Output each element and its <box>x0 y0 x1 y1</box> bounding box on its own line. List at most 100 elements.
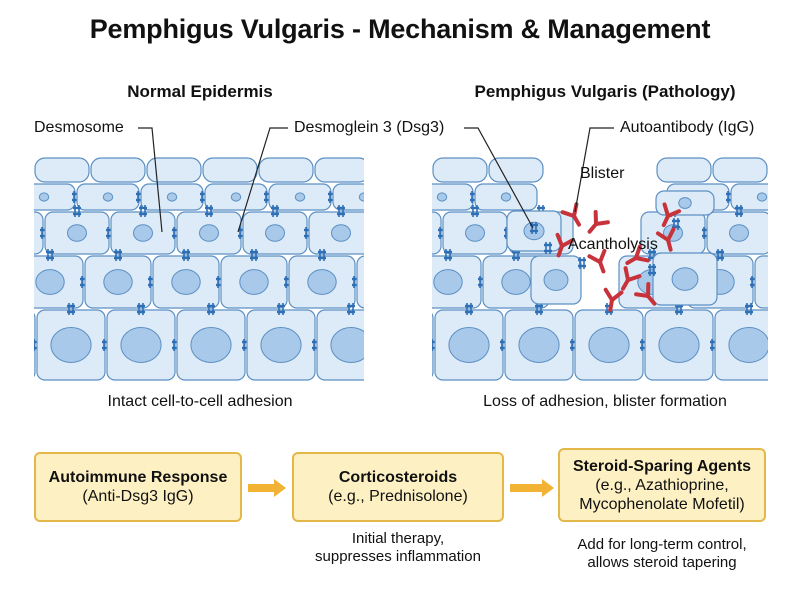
epidermal-cell <box>773 212 800 254</box>
autoantibody-icon <box>625 244 650 265</box>
antibody-arm <box>646 281 651 298</box>
epidermal-cell <box>785 310 800 380</box>
cell-nucleus <box>448 327 490 363</box>
epidermal-cell <box>90 157 146 183</box>
cell-nucleus <box>376 270 404 295</box>
cell-nucleus <box>199 224 219 242</box>
cell-nucleus <box>67 224 87 242</box>
epidermal-cell <box>754 255 768 309</box>
autoimmune-response-title: Autoimmune Response <box>48 469 228 486</box>
normal-epidermis-heading: Normal Epidermis <box>127 82 273 101</box>
epidermal-cell <box>34 211 44 255</box>
epidermal-cell <box>712 157 768 183</box>
cell-nucleus <box>294 192 306 202</box>
cell-nucleus <box>423 193 432 201</box>
epidermal-cell <box>432 211 442 255</box>
page-title: Pemphigus Vulgaris - Mechanism & Managem… <box>89 14 711 44</box>
acantholysis-label: Acantholysis <box>568 236 658 253</box>
normal-caption: Intact cell-to-cell adhesion <box>107 393 293 410</box>
pathology-heading: Pemphigus Vulgaris (Pathology) <box>474 82 736 101</box>
cell-nucleus <box>774 270 800 295</box>
cell-nucleus <box>518 327 560 363</box>
autoantibody-icon <box>555 232 575 258</box>
epidermal-cell <box>34 157 90 183</box>
cell-nucleus <box>0 328 21 363</box>
antibody-arm <box>594 220 610 226</box>
cell-nucleus <box>50 327 92 363</box>
cell-nucleus <box>171 269 201 295</box>
cell-nucleus <box>230 192 242 202</box>
cell-nucleus <box>260 327 302 363</box>
cell-nucleus <box>543 269 569 291</box>
desmosome-leader <box>138 127 163 233</box>
cell-nucleus <box>133 224 153 242</box>
pathology-caption: Loss of adhesion, blister formation <box>483 393 727 410</box>
cell-nucleus <box>501 269 531 295</box>
cell-nucleus <box>103 269 133 295</box>
cell-nucleus <box>756 192 768 202</box>
autoimmune-response-sub: (Anti-Dsg3 IgG) <box>82 488 194 505</box>
antibody-arm <box>666 227 676 242</box>
steroid-sparing-box: Steroid-Sparing Agents (e.g., Azathiopri… <box>558 448 766 522</box>
autoantibody-icon <box>621 266 642 291</box>
cell-nucleus <box>366 270 394 295</box>
autoantibody-icon <box>587 248 607 274</box>
epidermal-cell <box>795 184 800 210</box>
cell-nucleus <box>379 328 419 363</box>
cell-nucleus <box>307 269 337 295</box>
cell-nucleus <box>398 225 417 241</box>
cell-nucleus <box>728 327 768 363</box>
corticosteroids-box: Corticosteroids (e.g., Prednisolone) <box>292 452 504 522</box>
epidermal-cell <box>258 157 314 183</box>
arrow-right-icon <box>248 479 286 497</box>
normal-epidermis-cells <box>0 157 439 381</box>
steroid-sparing-note: Add for long-term control, allows steroi… <box>548 536 776 572</box>
label-leader-lines <box>138 127 614 233</box>
epidermal-cell <box>34 183 76 211</box>
epidermal-cell <box>0 256 15 308</box>
autoantibody-icon <box>587 209 610 234</box>
antibody-arm <box>666 209 682 218</box>
autoantibody-icon <box>603 287 624 312</box>
epidermal-cell <box>432 157 488 183</box>
cell-nucleus <box>465 224 485 242</box>
epidermal-cell <box>375 212 439 254</box>
autoantibody-icon <box>661 202 682 228</box>
epidermal-cell <box>730 183 768 211</box>
cell-nucleus <box>433 269 463 295</box>
pathology-epidermis-cells <box>366 157 800 381</box>
epidermal-cell <box>769 158 800 182</box>
cell-nucleus <box>358 192 364 202</box>
cell-nucleus <box>588 327 630 363</box>
cell-nucleus <box>331 224 351 242</box>
steroid-sparing-sub2: Mycophenolate Mofetil) <box>579 495 745 513</box>
epidermal-cell <box>34 313 36 377</box>
antibody-arm <box>610 290 624 302</box>
cell-nucleus <box>190 327 232 363</box>
epidermal-cell <box>332 183 364 211</box>
cell-nucleus <box>400 225 419 241</box>
epidermal-cell <box>377 158 431 182</box>
epidermal-cell <box>488 157 544 183</box>
steroid-sparing-title: Steroid-Sparing Agents <box>572 457 752 475</box>
desmosome-label: Desmosome <box>34 119 124 136</box>
antibody-arm <box>560 238 575 248</box>
tissue-illustration <box>0 127 800 381</box>
corticosteroids-title: Corticosteroids <box>338 469 458 486</box>
epidermal-cell <box>0 184 11 210</box>
corticosteroids-note-line1: Initial therapy, <box>351 530 445 547</box>
cell-nucleus <box>35 269 65 295</box>
steroid-sparing-note-line2: allows steroid tapering <box>587 554 737 571</box>
steroid-sparing-note-line1: Add for long-term control, <box>577 536 747 553</box>
autoimmune-response-box: Autoimmune Response (Anti-Dsg3 IgG) <box>34 452 242 522</box>
epidermal-cell <box>356 255 364 309</box>
epidermal-cell <box>146 157 202 183</box>
autoantibody-icon <box>634 281 657 306</box>
autoantibody-label: Autoantibody (IgG) <box>620 119 755 136</box>
cell-nucleus <box>729 224 749 242</box>
autoantibody-leader <box>574 127 614 213</box>
cell-nucleus <box>436 192 448 202</box>
corticosteroids-note-line2: suppresses inflammation <box>315 548 481 565</box>
cell-nucleus <box>500 192 512 202</box>
cell-nucleus <box>658 327 700 363</box>
